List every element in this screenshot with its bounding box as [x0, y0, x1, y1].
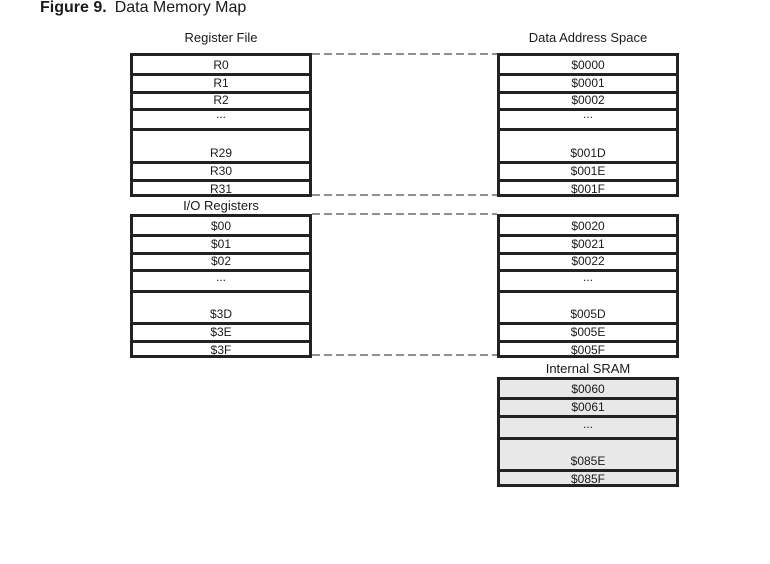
- figure-number: Figure 9.: [40, 0, 107, 16]
- internal-sram-block: $0060 $0061 ... $085E $085F: [497, 377, 679, 487]
- data-address-space-heading: Data Address Space: [528, 30, 648, 45]
- io-register-3f: $3F: [210, 343, 232, 357]
- register-r0: R0: [133, 58, 309, 76]
- address-005d: $005D: [500, 307, 676, 325]
- register-r29: R29: [133, 146, 309, 164]
- io-registers-ellipsis: ...: [215, 270, 226, 284]
- io-address-ellipsis: ...: [582, 270, 593, 284]
- register-file-gap-divider: [133, 127, 309, 131]
- address-0001: $0001: [500, 76, 676, 94]
- address-001f: $001F: [570, 182, 606, 196]
- io-address-gap-divider: [500, 289, 676, 293]
- address-005f: $005F: [570, 343, 606, 357]
- register-file-ellipsis: ...: [215, 107, 226, 121]
- address-0020: $0020: [500, 219, 676, 237]
- address-0060: $0060: [500, 382, 676, 400]
- register-r31: R31: [209, 182, 232, 196]
- register-file-heading: Register File: [184, 30, 258, 45]
- io-register-00: $00: [133, 219, 309, 237]
- address-0022: $0022: [500, 254, 676, 272]
- sram-ellipsis: ...: [582, 417, 593, 431]
- register-r30: R30: [133, 164, 309, 182]
- register-r1: R1: [133, 76, 309, 94]
- address-001e: $001E: [500, 164, 676, 182]
- address-0061: $0061: [500, 400, 676, 418]
- io-registers-block: $00 $01 $02 ... $3D $3E $3F: [130, 214, 312, 358]
- io-registers-heading: I/O Registers: [183, 198, 259, 213]
- io-register-3d: $3D: [133, 307, 309, 325]
- sram-gap-divider: [500, 436, 676, 440]
- io-register-3e: $3E: [133, 325, 309, 343]
- io-register-02: $02: [133, 254, 309, 272]
- io-registers-gap-divider: [133, 289, 309, 293]
- figure-caption: Data Memory Map: [114, 0, 247, 16]
- address-085f: $085F: [570, 472, 606, 486]
- register-r2: R2: [133, 93, 309, 111]
- register-file-block: R0 R1 R2 ... R29 R30 R31: [130, 53, 312, 197]
- internal-sram-heading: Internal SRAM: [545, 361, 631, 376]
- address-001d: $001D: [500, 146, 676, 164]
- io-register-01: $01: [133, 237, 309, 255]
- address-085e: $085E: [500, 454, 676, 472]
- register-address-gap-divider: [500, 127, 676, 131]
- register-address-ellipsis: ...: [582, 107, 593, 121]
- address-0000: $0000: [500, 58, 676, 76]
- register-file-address-block: $0000 $0001 $0002 ... $001D $001E $001F: [497, 53, 679, 197]
- address-005e: $005E: [500, 325, 676, 343]
- address-0002: $0002: [500, 93, 676, 111]
- figure-title: Figure 9. Data Memory Map: [40, 0, 246, 17]
- io-address-block: $0020 $0021 $0022 ... $005D $005E $005F: [497, 214, 679, 358]
- address-0021: $0021: [500, 237, 676, 255]
